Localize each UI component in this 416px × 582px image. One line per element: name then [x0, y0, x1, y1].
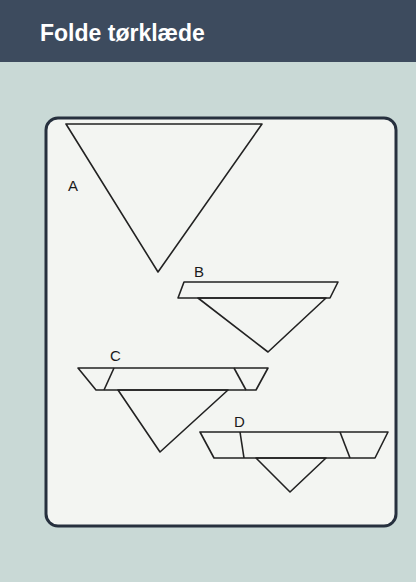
folded-band	[200, 432, 388, 458]
fold-line	[240, 432, 244, 458]
drawing-panel	[46, 118, 396, 526]
fold-line	[104, 368, 114, 390]
page-ground	[0, 62, 416, 582]
step-letter: C	[110, 348, 121, 363]
scarf-triangle	[118, 390, 228, 452]
page-title: Folde tørklæde	[40, 20, 205, 47]
title-banner	[0, 0, 416, 62]
scarf-triangle	[66, 124, 262, 272]
fold-line	[340, 432, 350, 458]
fold-line	[234, 368, 246, 390]
folded-band	[78, 368, 268, 390]
scarf-triangle	[256, 458, 326, 492]
scarf-triangle	[198, 298, 326, 352]
folded-band	[178, 282, 338, 298]
step-letter: A	[68, 178, 78, 193]
step-letter: D	[234, 414, 245, 429]
step-letter: B	[194, 264, 204, 279]
